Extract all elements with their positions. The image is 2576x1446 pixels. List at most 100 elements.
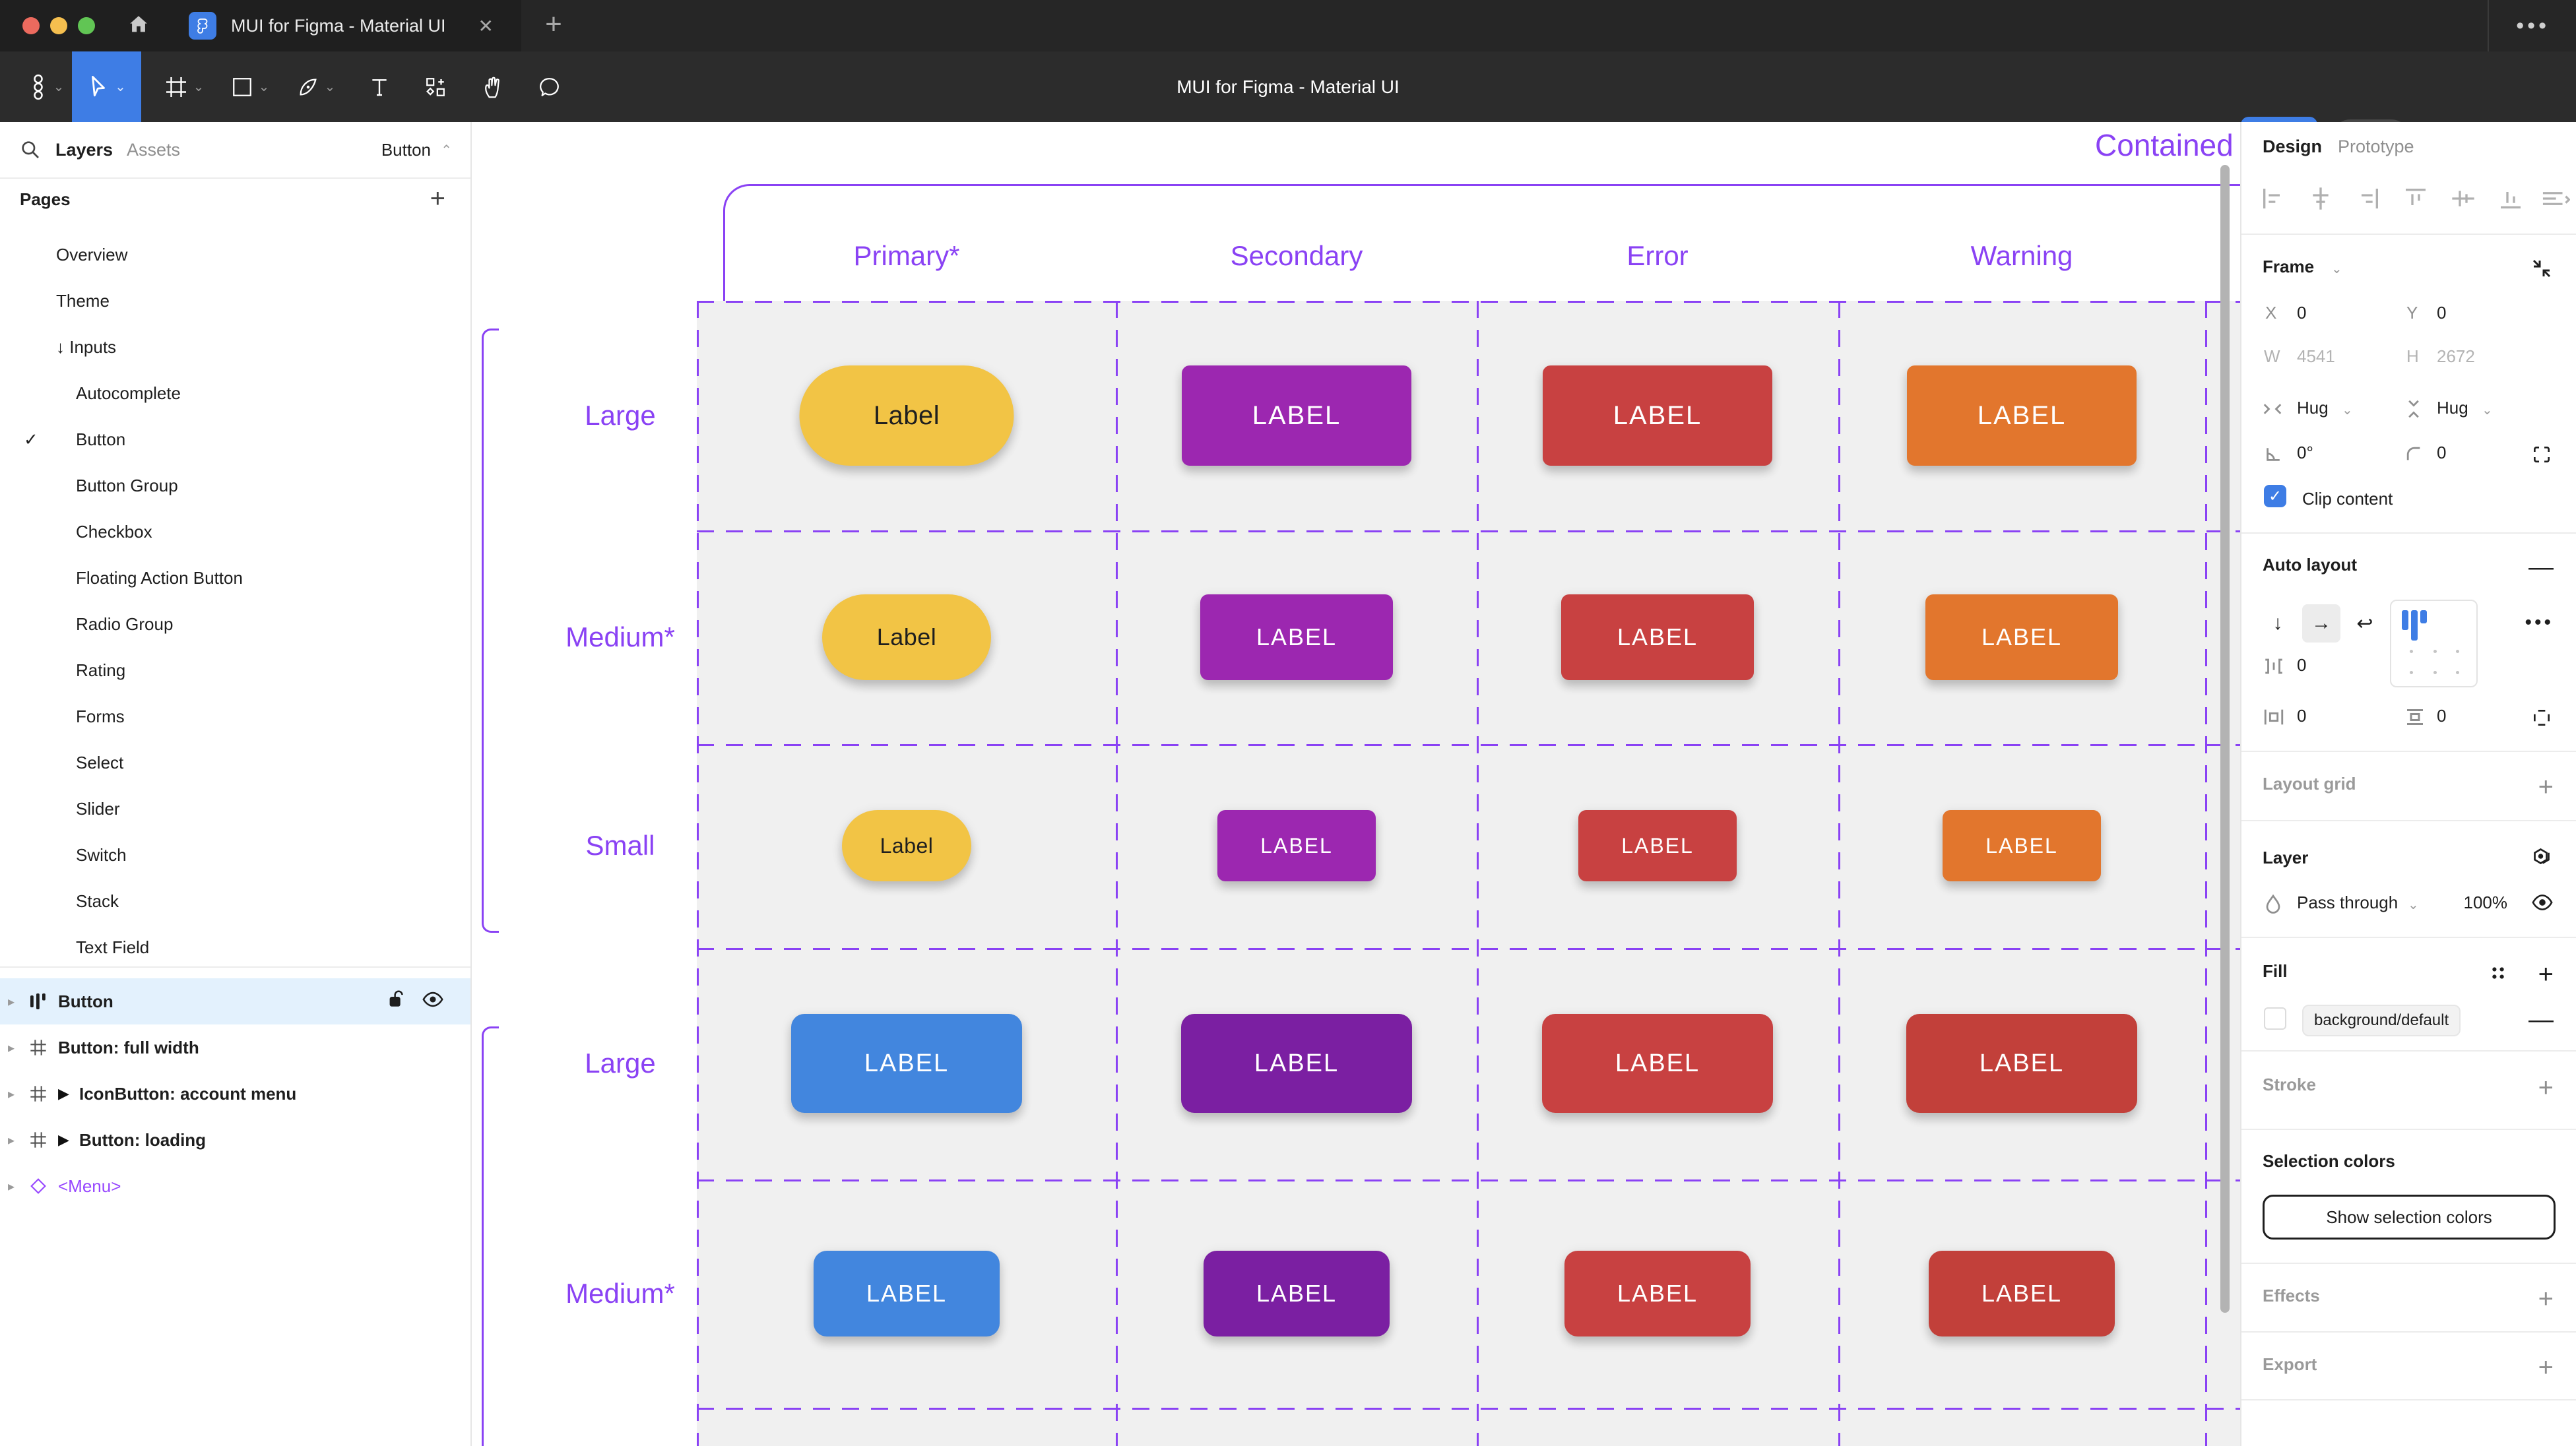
distribute-icon[interactable]	[2540, 185, 2571, 215]
add-layout-grid-button[interactable]: +	[2538, 772, 2554, 802]
chevron-down-icon[interactable]: ⌄	[2331, 262, 2342, 276]
canvas-button[interactable]: LABEL	[1578, 810, 1737, 881]
tab-prototype[interactable]: Prototype	[2338, 137, 2414, 156]
canvas-button[interactable]: Label	[842, 810, 971, 881]
sidebar-page-item[interactable]: Radio Group	[0, 601, 470, 647]
remove-fill-button[interactable]: —	[2528, 1006, 2554, 1034]
sidebar-page-item[interactable]: Rating	[0, 647, 470, 693]
text-tool-button[interactable]	[356, 51, 402, 122]
canvas-button[interactable]: LABEL	[791, 1014, 1022, 1113]
blend-mode-icon[interactable]	[2530, 846, 2554, 873]
chevron-right-icon[interactable]: ▸	[8, 994, 15, 1009]
layer-row-iconbutton--account-menu[interactable]: ▸▶IconButton: account menu	[0, 1071, 470, 1117]
fill-style-chip[interactable]: background/default	[2302, 1005, 2461, 1036]
move-tool-button[interactable]: ⌄	[72, 51, 141, 122]
add-effect-button[interactable]: +	[2538, 1284, 2554, 1313]
close-window-button[interactable]	[22, 17, 40, 34]
align-horizontal-center-icon[interactable]	[2307, 185, 2334, 215]
horizontal-padding-field[interactable]: 0	[2297, 706, 2307, 726]
canvas-button[interactable]: LABEL	[1217, 810, 1376, 881]
canvas-button[interactable]: Label	[822, 594, 991, 680]
canvas-button[interactable]: LABEL	[1906, 1014, 2137, 1113]
layout-wrap-button[interactable]: ↩	[2356, 612, 2373, 635]
new-tab-button[interactable]: +	[545, 8, 562, 40]
align-top-icon[interactable]	[2402, 185, 2429, 215]
add-export-button[interactable]: +	[2538, 1353, 2554, 1382]
add-stroke-button[interactable]: +	[2538, 1073, 2554, 1102]
browser-more-icon[interactable]: •••	[2516, 13, 2550, 38]
canvas-button[interactable]: LABEL	[1564, 1251, 1751, 1336]
canvas-button[interactable]: LABEL	[814, 1251, 1000, 1336]
gap-field[interactable]: 0	[2297, 655, 2307, 675]
layer-row-button--full-width[interactable]: ▸Button: full width	[0, 1024, 470, 1071]
canvas-button[interactable]: LABEL	[1543, 365, 1772, 466]
align-right-icon[interactable]	[2355, 185, 2381, 215]
hug-horizontal-field[interactable]: Hug	[2297, 398, 2329, 418]
sidebar-page-item[interactable]: Button Group	[0, 462, 470, 509]
hug-vertical-field[interactable]: Hug	[2437, 398, 2468, 418]
tab-design[interactable]: Design	[2263, 137, 2323, 156]
sidebar-page-item[interactable]: Stack	[0, 878, 470, 924]
auto-layout-more-icon[interactable]: •••	[2525, 612, 2554, 633]
canvas-button[interactable]: LABEL	[1182, 365, 1411, 466]
tab-assets[interactable]: Assets	[127, 139, 181, 160]
canvas-button[interactable]: Label	[799, 365, 1014, 466]
sidebar-page-item[interactable]: Theme	[0, 278, 470, 324]
chevron-right-icon[interactable]: ▸	[8, 1133, 15, 1148]
canvas-button[interactable]: LABEL	[1925, 594, 2118, 680]
height-field[interactable]: 2672	[2437, 346, 2475, 366]
chevron-right-icon[interactable]: ▸	[8, 1179, 15, 1194]
search-icon[interactable]	[20, 139, 41, 164]
canvas-button[interactable]: LABEL	[1204, 1251, 1390, 1336]
eye-icon[interactable]	[2531, 893, 2554, 916]
x-field[interactable]: 0	[2297, 303, 2307, 323]
clip-content-checkbox[interactable]: ✓	[2264, 485, 2286, 507]
sidebar-page-item[interactable]: Switch	[0, 832, 470, 878]
sidebar-page-item[interactable]: Floating Action Button	[0, 555, 470, 601]
shape-tool-button[interactable]: ⌄	[220, 51, 280, 122]
individual-padding-icon[interactable]	[2531, 707, 2552, 732]
fill-color-swatch[interactable]	[2264, 1007, 2286, 1030]
canvas-button[interactable]: LABEL	[1561, 594, 1754, 680]
canvas-button[interactable]: LABEL	[1542, 1014, 1773, 1113]
sidebar-page-item[interactable]: Slider	[0, 786, 470, 832]
chevron-right-icon[interactable]: ▸	[8, 1086, 15, 1102]
add-page-button[interactable]: +	[430, 184, 445, 213]
canvas-button[interactable]: LABEL	[1907, 365, 2137, 466]
pen-tool-button[interactable]: ⌄	[286, 51, 346, 122]
frame-tool-button[interactable]: ⌄	[154, 51, 214, 122]
canvas-scrollbar[interactable]	[2220, 165, 2230, 1313]
frame-section-title[interactable]: Frame	[2263, 257, 2315, 276]
tab-close-icon[interactable]: ✕	[478, 15, 494, 36]
alignment-grid-widget[interactable]	[2390, 600, 2478, 687]
opacity-field[interactable]: 100%	[2463, 893, 2508, 912]
sidebar-page-item[interactable]: Checkbox	[0, 509, 470, 555]
align-bottom-icon[interactable]	[2497, 185, 2524, 215]
layer-row--menu-[interactable]: ▸<Menu>	[0, 1163, 470, 1209]
layout-vertical-button[interactable]: ↓	[2272, 612, 2283, 634]
canvas-button[interactable]: LABEL	[1200, 594, 1393, 680]
eye-icon[interactable]	[422, 990, 444, 1013]
browser-tab[interactable]: MUI for Figma - Material UI ✕	[173, 0, 521, 51]
sidebar-page-item[interactable]: Autocomplete	[0, 370, 470, 416]
layer-row-button[interactable]: ▸Button	[0, 978, 470, 1024]
lock-open-icon[interactable]	[387, 990, 404, 1014]
sidebar-page-item[interactable]: Select	[0, 739, 470, 786]
remove-auto-layout-button[interactable]: —	[2528, 553, 2554, 581]
sidebar-page-item[interactable]: Forms	[0, 693, 470, 739]
sidebar-page-item[interactable]: ✓Button	[0, 416, 470, 462]
add-fill-button[interactable]: +	[2538, 960, 2554, 989]
blend-mode-field[interactable]: Pass through	[2297, 893, 2399, 912]
rotation-field[interactable]: 0°	[2297, 443, 2313, 462]
tab-layers[interactable]: Layers	[55, 139, 113, 160]
vertical-padding-field[interactable]: 0	[2437, 706, 2447, 726]
chevron-right-icon[interactable]: ▸	[8, 1040, 15, 1055]
corner-radius-field[interactable]: 0	[2437, 443, 2447, 462]
resources-tool-button[interactable]	[412, 51, 459, 122]
shrink-to-fit-icon[interactable]	[2530, 257, 2554, 284]
frame-title[interactable]: Contained	[2095, 128, 2234, 162]
canvas-button[interactable]: LABEL	[1929, 1251, 2115, 1336]
y-field[interactable]: 0	[2437, 303, 2447, 323]
home-button[interactable]	[120, 9, 157, 42]
